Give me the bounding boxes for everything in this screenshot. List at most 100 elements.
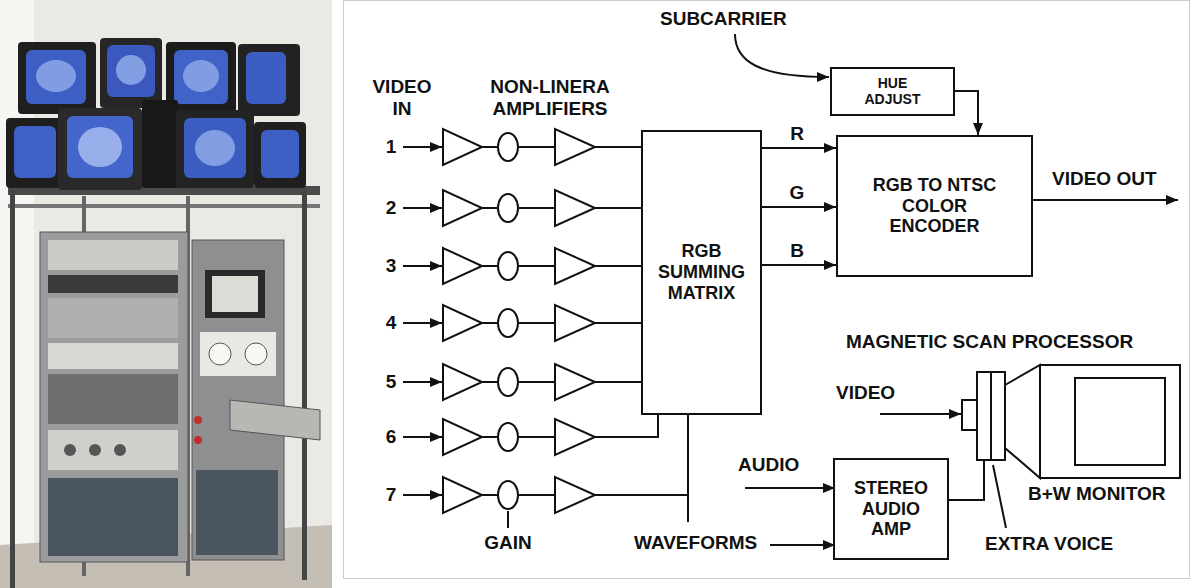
equipment-rack [192,240,284,560]
box-label: RGB SUMMING MATRIX [649,241,754,303]
rack-unit [48,374,178,424]
rack-knob [114,444,126,456]
device-name: MAGNETIC SCAN PROCESSOR [846,331,1186,353]
photo-wall [0,0,332,588]
amplifier-symbol [443,364,482,400]
amplifier-symbol [443,477,482,513]
amplifier-symbol [443,305,482,341]
amplifier-box: STEREO AUDIO AMP [833,458,949,560]
meter [209,343,231,365]
small-monitor-screen [212,276,258,312]
box-label: RGB TO NTSC COLOR ENCODER [867,175,1002,237]
tv-screen [67,116,133,178]
amplifier-symbol [555,364,595,400]
extra-voice-wire [946,461,984,500]
rack-unit [48,275,178,293]
input-arrow [403,207,442,209]
signal-name: VIDEO [836,382,916,404]
device-name: B+W MONITOR [1028,483,1193,505]
gain-symbol [498,368,518,396]
gain-symbol [498,481,518,509]
gain-leader [507,511,509,528]
monitor-funnel [1005,365,1040,478]
video-arrow [880,413,961,415]
text-group: RGB TO NTSC COLOR ENCODER [867,175,1002,237]
equipment-rack [40,232,188,562]
input-heading: VIDEO IN [366,76,438,120]
signal-connector [762,264,836,266]
channel-number: 6 [382,426,400,448]
input-arrow [403,322,442,324]
shelf-bar [8,204,320,208]
signal-name: VIDEO OUT [1052,168,1187,190]
rack-knob [64,444,76,456]
signal-name: SUBCARRIER [660,8,810,30]
rack-unit [48,298,178,338]
tv-glow [78,127,122,167]
rack-unit [48,430,178,470]
monitor-neck [962,400,977,430]
tv-glow [36,60,76,92]
patch-panel [48,240,178,270]
control-name: GAIN [466,532,550,554]
gain-symbol [498,309,518,337]
meter-panel [200,332,276,376]
tv-screen [184,118,246,178]
scan-yoke [991,372,1005,460]
frame-leg [10,190,15,588]
mixer-panel [230,400,320,440]
adjust-box: HUE ADJUST [830,67,955,116]
meter [245,343,267,365]
tv-screen [26,50,86,104]
rack-grill [48,478,178,556]
box-label: STEREO AUDIO AMP [841,478,941,540]
tv-screen [246,52,286,104]
tv-case [142,100,178,188]
tv-screen [107,45,155,97]
audio-arrow [745,487,835,489]
tv-screen [14,126,56,178]
amplifier-symbol [555,305,595,341]
amplifier-heading: NON-LINERA AMPLIFIERS [480,76,620,120]
scan-yoke [977,372,991,460]
tv-glow [116,55,146,85]
signal-connector [955,91,978,135]
amplifier-symbol [443,190,482,226]
amplifier-symbol [555,129,595,165]
waveform-wire [687,414,689,522]
text-group: STEREO AUDIO AMP [841,478,941,540]
rack-knob [89,444,101,456]
encoder-box: RGB TO NTSC COLOR ENCODER [836,135,1033,277]
channel-number: 7 [382,484,400,506]
subcarrier-wire [735,34,829,77]
amplifier-symbol [443,248,482,284]
tv-case [100,38,162,108]
input-arrow [403,436,442,438]
signal-name: AUDIO [738,454,828,476]
input-arrow [403,265,442,267]
amplifier-symbol [555,477,595,513]
tv-glow [183,60,219,92]
red-knob [194,436,202,444]
tv-screen [261,130,299,178]
input-arrow [403,494,442,496]
monitor-face [1040,365,1180,478]
channel-letter: B [790,240,804,262]
channel-number: 4 [382,312,400,334]
box-label: HUE ADJUST [857,75,929,107]
video-out-arrow [1033,199,1178,201]
tv-case [6,118,64,188]
signal-connector [762,206,836,208]
channel-number: 3 [382,255,400,277]
gain-symbol [498,423,518,451]
installation-photo [0,0,332,588]
tv-case [254,122,306,188]
extra-voice-leader [993,465,1006,528]
small-monitor [205,270,265,318]
channel-number: 1 [382,136,400,158]
tv-glow [195,130,235,166]
tv-case [238,44,300,116]
tv-case [58,108,142,190]
amplifier-symbol [555,419,595,455]
signal-name: EXTRA VOICE [985,533,1155,555]
